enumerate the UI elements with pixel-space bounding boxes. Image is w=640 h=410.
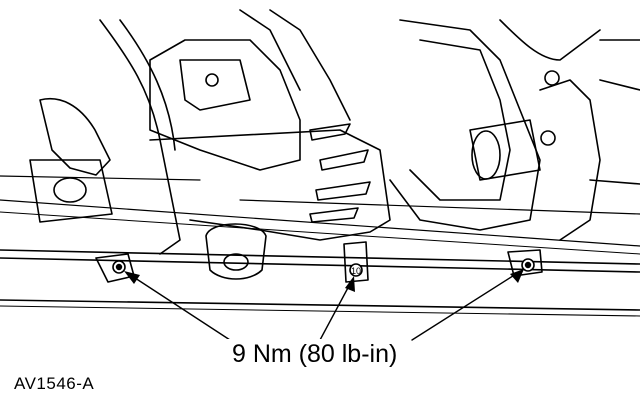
fastener-left <box>112 260 126 274</box>
mount-bushing <box>205 223 267 280</box>
leader-left <box>131 275 231 341</box>
fastener-marker: 10 <box>351 266 361 276</box>
fastener-right <box>521 258 535 272</box>
heat-shield <box>149 9 391 241</box>
figure-id: AV1546-A <box>14 374 95 393</box>
leader-center <box>319 283 351 341</box>
fastener-center <box>349 263 363 277</box>
frame-rail <box>0 175 640 317</box>
crossmember-bracket <box>389 19 640 241</box>
arrowhead-center-icon <box>345 276 355 292</box>
arrowhead-left-icon <box>124 271 140 284</box>
arrowhead-right-icon <box>510 269 524 283</box>
torque-callout: 9 Nm (80 lb-in) <box>226 339 404 369</box>
leader-arrows <box>124 269 524 341</box>
leader-right <box>411 273 517 341</box>
